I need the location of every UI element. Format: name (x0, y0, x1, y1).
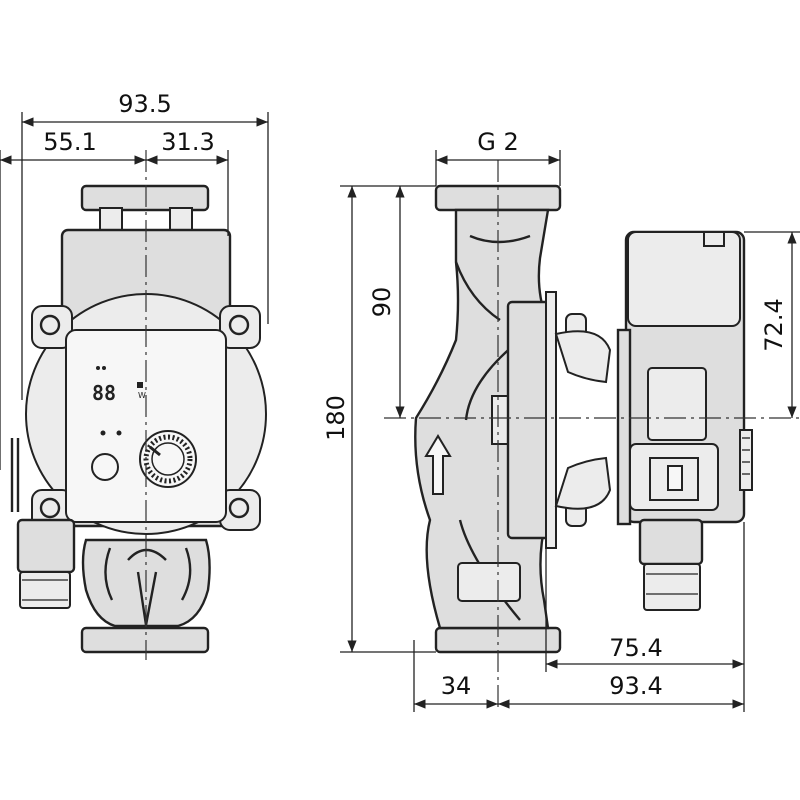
front-mount-ear-top-left (31, 305, 73, 349)
dim-thread-size: G 2 (477, 128, 519, 156)
side-lower-window (457, 562, 521, 602)
side-inner-tab-1 (491, 395, 509, 445)
dim-side-total-depth: 93.4 (609, 672, 662, 700)
front-display-unit: W (138, 391, 146, 400)
front-push-button[interactable] (91, 453, 119, 481)
front-display-digits: 88 (92, 381, 116, 405)
side-view (384, 160, 800, 712)
dim-head-height: 72.4 (760, 298, 788, 351)
side-cable-gland (638, 518, 704, 611)
dim-overall-height: 180 (322, 395, 350, 441)
front-view: 88 W (10, 150, 267, 660)
front-led-1 (100, 430, 106, 436)
side-inner-window (647, 367, 707, 441)
side-motor-head-cap (627, 231, 741, 327)
side-housing-inner-line (454, 234, 531, 621)
front-led-2 (116, 430, 122, 436)
front-display-dot-2 (102, 366, 106, 370)
side-lower-arm (554, 456, 612, 510)
dim-height-half: 90 (368, 287, 396, 318)
side-flange-plate-rim (545, 291, 557, 549)
front-mount-ear-top-right (219, 305, 261, 349)
dim-right-offset-front: 31.3 (161, 128, 214, 156)
side-dimensions: G 2 180 90 72.4 75.4 34 93.4 (322, 128, 800, 712)
front-dimensions: 93.5 55.1 31.3 (0, 90, 269, 470)
dim-head-depth: 75.4 (609, 634, 662, 662)
side-connector-plug (629, 429, 753, 511)
front-bottom-flange (80, 626, 210, 654)
side-upper-arm (554, 330, 612, 384)
flow-direction-arrow-icon (424, 434, 452, 495)
front-top-flange (80, 184, 210, 212)
dim-inlet-offset: 34 (441, 672, 472, 700)
front-lower-inner (104, 547, 192, 626)
front-display-unit-block (137, 382, 143, 388)
front-mount-ear-bottom-right (219, 489, 261, 531)
front-cable-gland (10, 438, 76, 609)
side-motor-head-notch (703, 231, 725, 247)
front-display-dot-1 (96, 366, 100, 370)
front-selector-dial[interactable] (139, 430, 197, 488)
dim-left-offset-front: 55.1 (43, 128, 96, 156)
dim-total-width-front: 93.5 (118, 90, 171, 118)
side-motor-head-step (616, 328, 632, 526)
